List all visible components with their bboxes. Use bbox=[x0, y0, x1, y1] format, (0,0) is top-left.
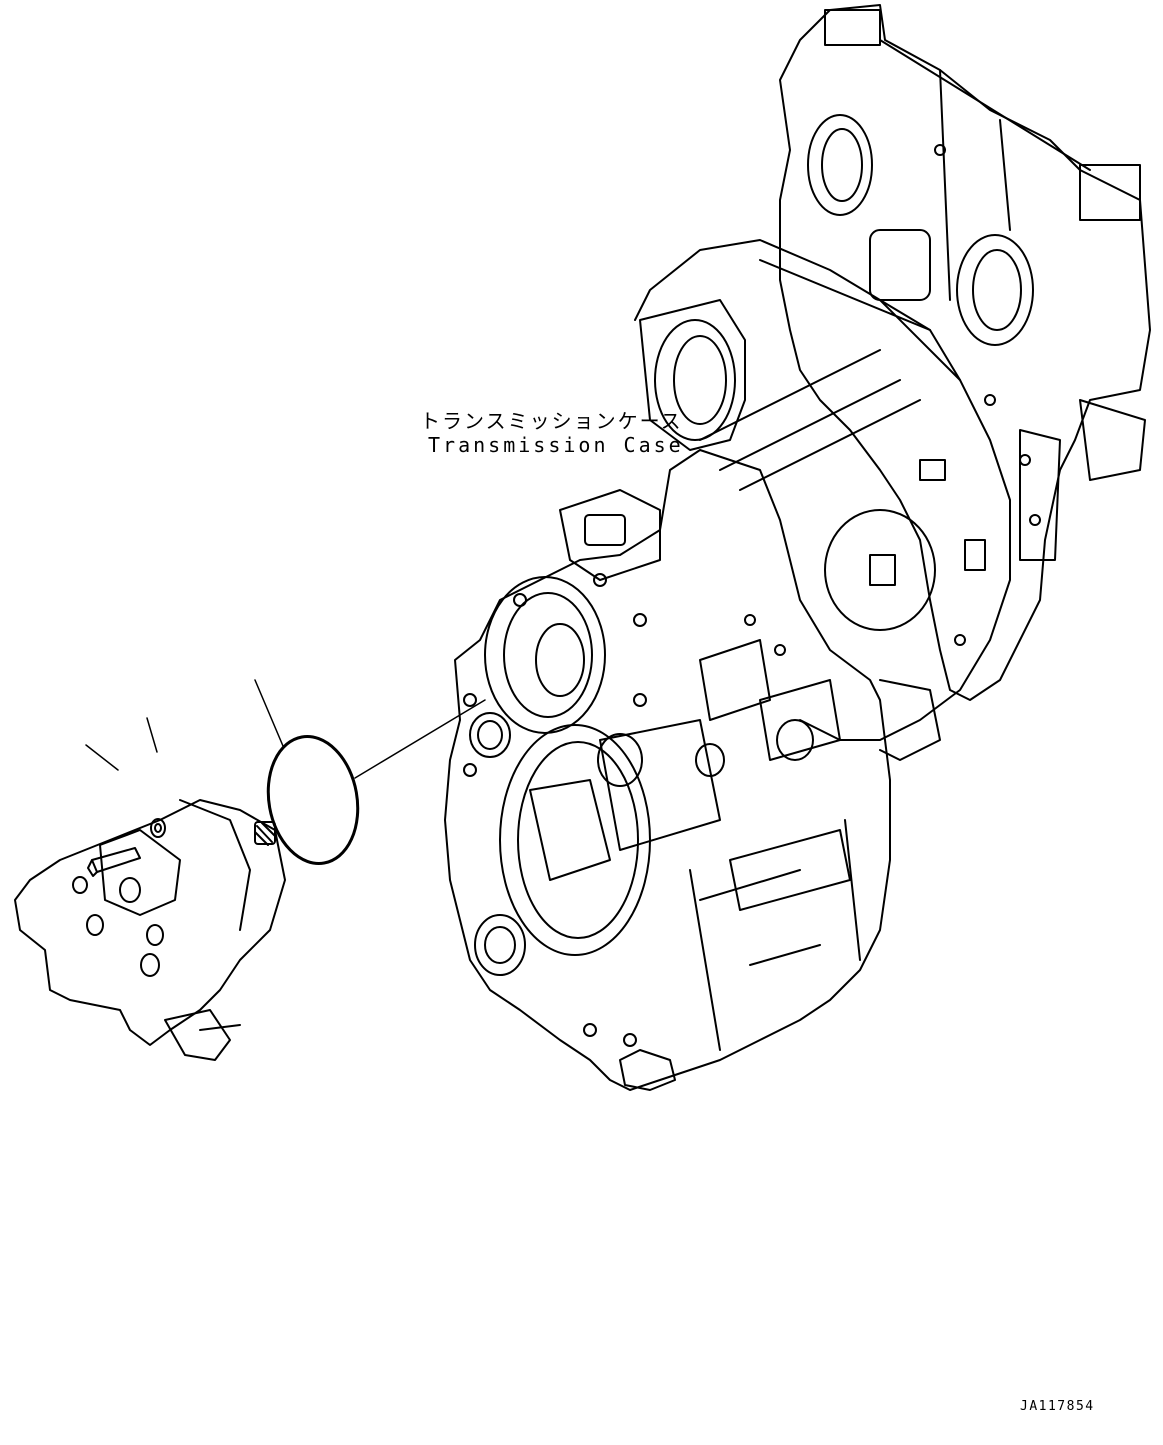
transmission-case-label-jp: トランスミッションケース bbox=[420, 409, 683, 433]
drawing-number: JA117854 bbox=[1020, 1399, 1095, 1414]
transmission-case bbox=[444, 4, 1151, 1091]
leader-lines bbox=[85, 679, 486, 779]
pump-assembly bbox=[14, 799, 286, 1061]
transmission-case-label-en: Transmission Case bbox=[428, 433, 684, 457]
o-ring bbox=[266, 735, 360, 865]
